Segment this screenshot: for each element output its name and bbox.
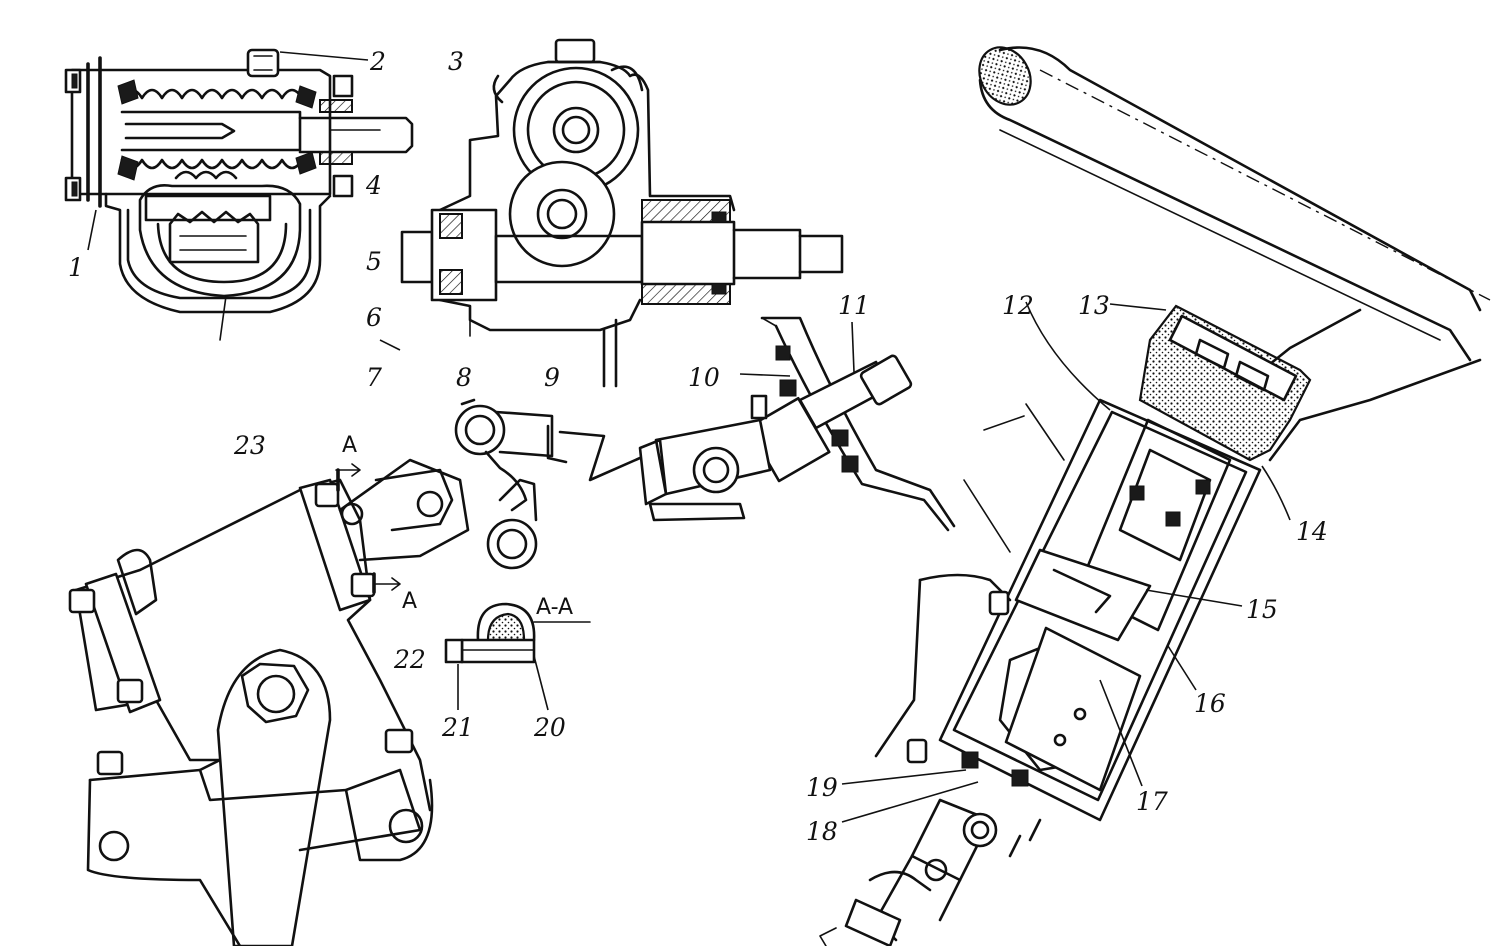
callout-6: 6 — [366, 303, 382, 332]
callout-22: 22 — [393, 645, 426, 674]
callout-5: 5 — [366, 247, 382, 276]
callout-15: 15 — [1246, 595, 1278, 624]
callout-17: 17 — [1136, 787, 1168, 816]
callout-21: 21 — [441, 713, 474, 742]
steering-box-mount — [68, 458, 470, 946]
callout-13: 13 — [1078, 291, 1110, 320]
callout-10: 10 — [688, 363, 720, 392]
callout-8: 8 — [456, 363, 472, 392]
section-detail-aa — [444, 602, 536, 664]
section-marker-a-top: A — [342, 433, 357, 458]
callout-9: 9 — [544, 363, 560, 392]
section-markers: A A A-A — [342, 433, 591, 623]
callout-18: 18 — [806, 817, 838, 846]
callout-16: 16 — [1194, 689, 1226, 718]
steering-column — [819, 46, 1491, 946]
drag-link — [454, 398, 554, 570]
section-detail-title: A-A — [536, 595, 573, 620]
callout-19: 19 — [806, 773, 838, 802]
intermediate-shaft — [546, 316, 956, 532]
callout-2: 2 — [369, 47, 386, 76]
callout-20: 20 — [533, 713, 566, 742]
callout-14: 14 — [1296, 517, 1328, 546]
callout-11: 11 — [838, 291, 870, 320]
callout-4: 4 — [365, 171, 382, 200]
leader-lines — [87, 51, 1291, 823]
callout-labels: 1 2 3 4 5 6 7 8 9 10 11 12 13 14 15 16 1… — [68, 47, 1328, 846]
gearbox-front-section — [400, 38, 844, 388]
section-marker-a-bottom: A — [402, 589, 417, 614]
gearbox-side-section — [64, 48, 414, 341]
callout-7: 7 — [366, 363, 382, 392]
callout-12: 12 — [1002, 291, 1034, 320]
callout-1: 1 — [68, 253, 84, 282]
callout-23: 23 — [233, 431, 266, 460]
callout-3: 3 — [448, 47, 464, 76]
